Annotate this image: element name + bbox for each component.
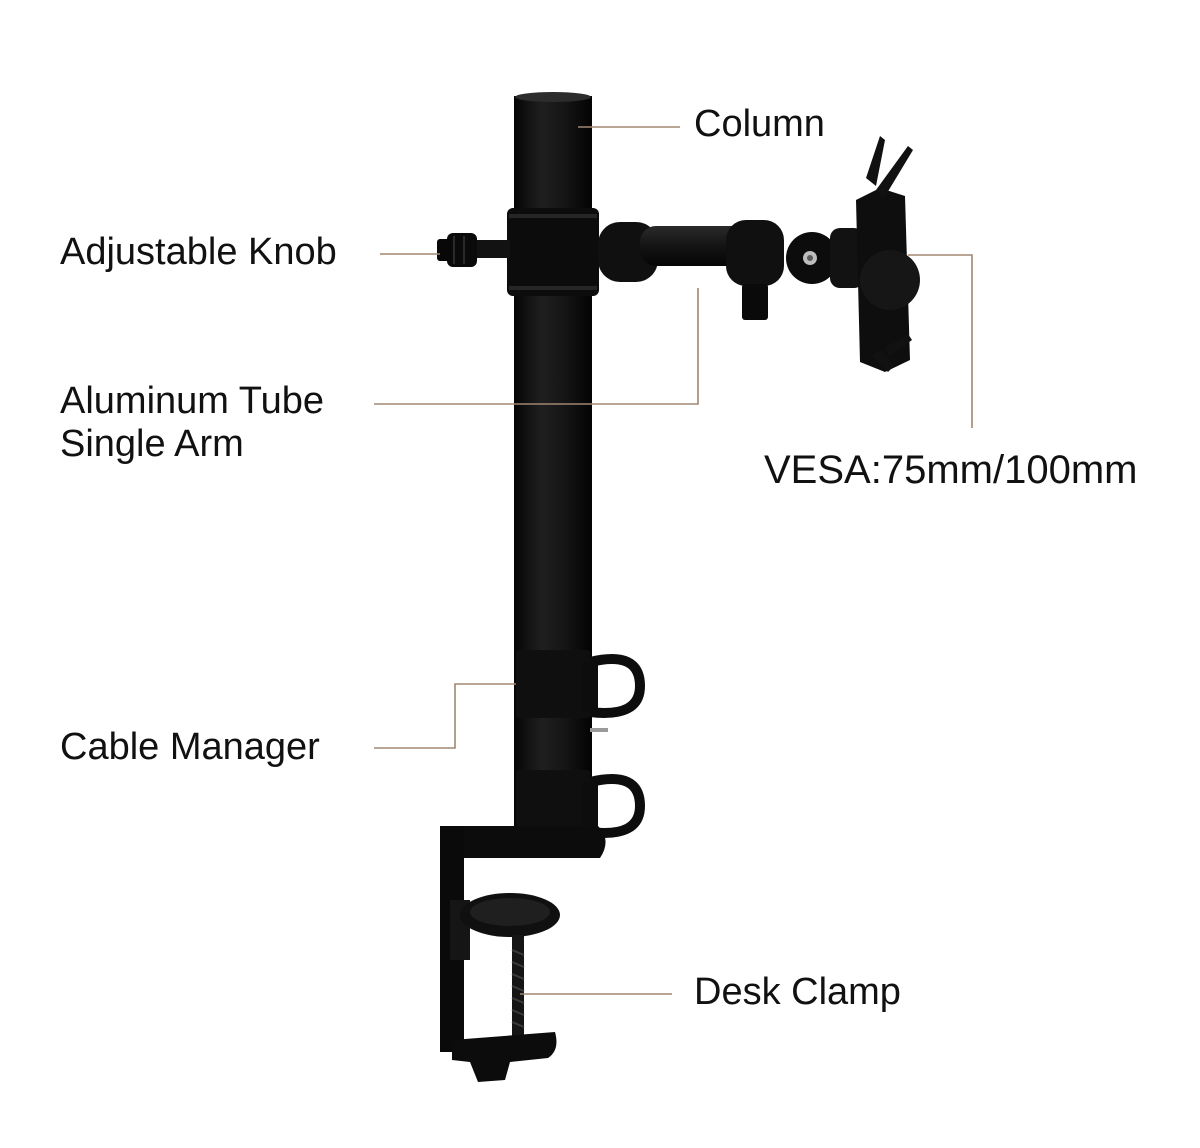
label-arm-line1: Aluminum Tube <box>60 380 325 422</box>
leader-line-vesa <box>908 254 973 428</box>
label-vesa: VESA:75mm/100mm <box>764 448 1138 492</box>
adjustable-knob <box>437 233 510 267</box>
leader-lines <box>374 126 973 995</box>
column-pole <box>507 92 599 840</box>
label-cable-manager: Cable Manager <box>60 726 320 768</box>
desk-clamp <box>440 826 606 1082</box>
single-arm <box>598 220 864 320</box>
cable-manager-clips <box>582 654 646 838</box>
vesa-plate <box>856 136 920 372</box>
label-adjustable-knob: Adjustable Knob <box>60 231 337 273</box>
label-arm: Aluminum Tube Single Arm <box>60 380 324 465</box>
leader-line-cable-manager <box>374 683 516 749</box>
leader-line-arm <box>374 288 699 405</box>
label-column: Column <box>694 103 825 145</box>
label-arm-line2: Single Arm <box>60 422 244 465</box>
label-desk-clamp: Desk Clamp <box>694 971 901 1013</box>
